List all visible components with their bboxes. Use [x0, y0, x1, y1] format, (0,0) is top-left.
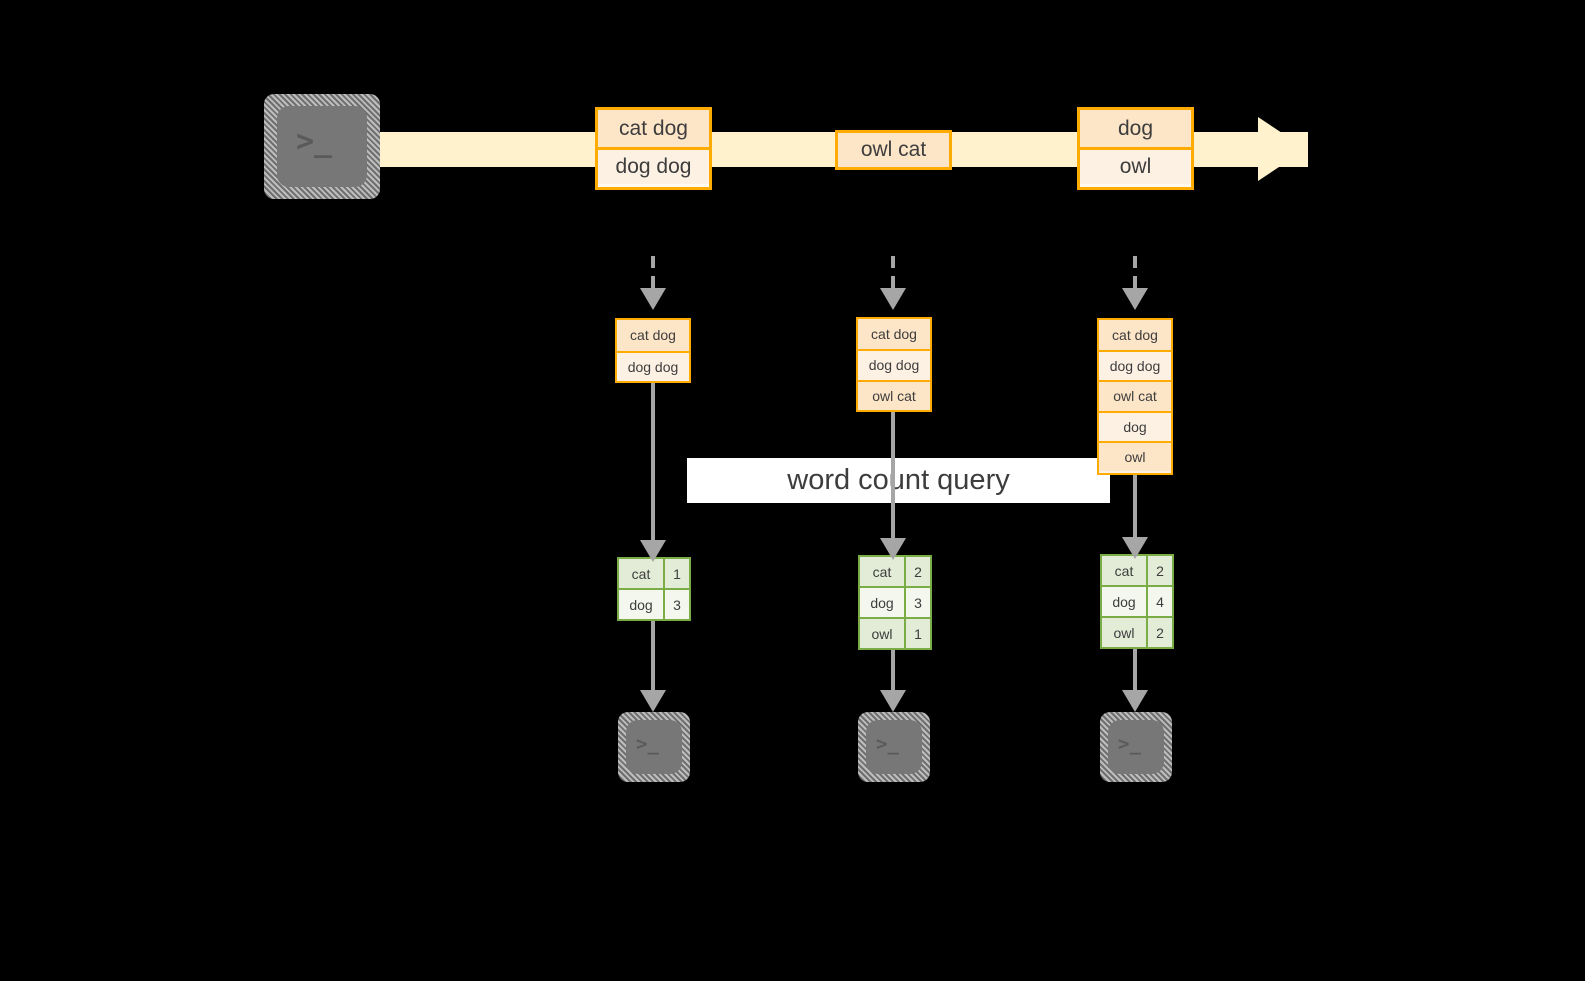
stream-message-line: owl cat: [838, 133, 949, 167]
query-arrow-head: [1122, 537, 1148, 559]
result-word-cell: dog: [619, 590, 663, 619]
snapshot-row: cat dog: [1099, 320, 1171, 351]
snapshot-row: dog: [1099, 410, 1171, 441]
terminal-screen: [277, 106, 367, 187]
sink-arrow-line: [651, 621, 655, 693]
snapshot-row: dog dog: [1099, 350, 1171, 381]
terminal-prompt-glyph: >_: [876, 733, 899, 755]
result-word-cell: dog: [860, 588, 904, 617]
snapshot-row: owl cat: [1099, 380, 1171, 411]
terminal-prompt-glyph: >_: [296, 124, 333, 159]
result-word-cell: dog: [1102, 587, 1146, 616]
sink-arrow-line: [891, 650, 895, 693]
stream-message[interactable]: dog owl: [1077, 107, 1194, 190]
snapshot-table[interactable]: cat dog dog dog owl cat dog owl: [1097, 318, 1173, 475]
sink-arrow-line: [1133, 649, 1137, 693]
snapshot-trigger-arrow-line: [891, 256, 895, 290]
snapshot-table[interactable]: cat dog dog dog: [615, 318, 691, 383]
result-row: cat 2: [1102, 556, 1172, 585]
result-count-cell: 2: [904, 557, 930, 586]
stream-message-line: dog dog: [598, 147, 709, 184]
result-word-cell: cat: [619, 559, 663, 588]
result-word-cell: owl: [1102, 618, 1146, 647]
sink-terminal[interactable]: >_: [858, 712, 930, 782]
snapshot-trigger-arrow-head: [1122, 288, 1148, 310]
result-count-cell: 3: [663, 590, 689, 619]
terminal-prompt-glyph: >_: [1118, 733, 1141, 755]
result-word-cell: cat: [1102, 556, 1146, 585]
snapshot-trigger-arrow-line: [651, 256, 655, 290]
result-row: dog 3: [619, 588, 689, 619]
result-row: owl 2: [1102, 616, 1172, 647]
snapshot-row: dog dog: [617, 350, 689, 381]
result-word-cell: cat: [860, 557, 904, 586]
result-count-cell: 1: [904, 619, 930, 648]
snapshot-trigger-arrow-head: [880, 288, 906, 310]
query-arrow-line: [891, 412, 895, 551]
query-label: word count query: [687, 458, 1110, 503]
query-arrow-line: [1133, 475, 1137, 552]
sink-arrow-head: [1122, 690, 1148, 712]
result-row: dog 3: [860, 586, 930, 617]
terminal-screen: [866, 720, 922, 774]
terminal-screen: [1108, 720, 1164, 774]
sink-arrow-head: [640, 690, 666, 712]
snapshot-row: cat dog: [617, 320, 689, 351]
result-word-cell: owl: [860, 619, 904, 648]
result-count-cell: 4: [1146, 587, 1172, 616]
result-row: cat 2: [860, 557, 930, 586]
snapshot-table[interactable]: cat dog dog dog owl cat: [856, 317, 932, 412]
stream-message[interactable]: cat dog dog dog: [595, 107, 712, 190]
snapshot-row: owl: [1099, 440, 1171, 471]
result-row: cat 1: [619, 559, 689, 588]
snapshot-row: owl cat: [858, 379, 930, 410]
query-arrow-line: [651, 383, 655, 551]
snapshot-row: dog dog: [858, 349, 930, 380]
stream-message-line: dog: [1080, 110, 1191, 147]
sink-terminal[interactable]: >_: [1100, 712, 1172, 782]
result-table[interactable]: cat 2 dog 3 owl 1: [858, 555, 932, 650]
stream-arrow-head: [1258, 117, 1306, 181]
query-arrow-head: [640, 540, 666, 562]
sink-arrow-head: [880, 690, 906, 712]
stream-message-line: owl: [1080, 147, 1191, 184]
sink-terminal[interactable]: >_: [618, 712, 690, 782]
result-count-cell: 2: [1146, 556, 1172, 585]
source-terminal[interactable]: >_: [264, 94, 380, 199]
terminal-screen: [626, 720, 682, 774]
snapshot-row: cat dog: [858, 319, 930, 350]
result-row: dog 4: [1102, 585, 1172, 616]
result-table[interactable]: cat 2 dog 4 owl 2: [1100, 554, 1174, 649]
result-count-cell: 3: [904, 588, 930, 617]
terminal-prompt-glyph: >_: [636, 733, 659, 755]
stream-message-line: cat dog: [598, 110, 709, 147]
result-count-cell: 1: [663, 559, 689, 588]
query-arrow-head: [880, 538, 906, 560]
snapshot-trigger-arrow-line: [1133, 256, 1137, 290]
stream-message[interactable]: owl cat: [835, 130, 952, 170]
result-count-cell: 2: [1146, 618, 1172, 647]
result-row: owl 1: [860, 617, 930, 648]
result-table[interactable]: cat 1 dog 3: [617, 557, 691, 621]
snapshot-trigger-arrow-head: [640, 288, 666, 310]
